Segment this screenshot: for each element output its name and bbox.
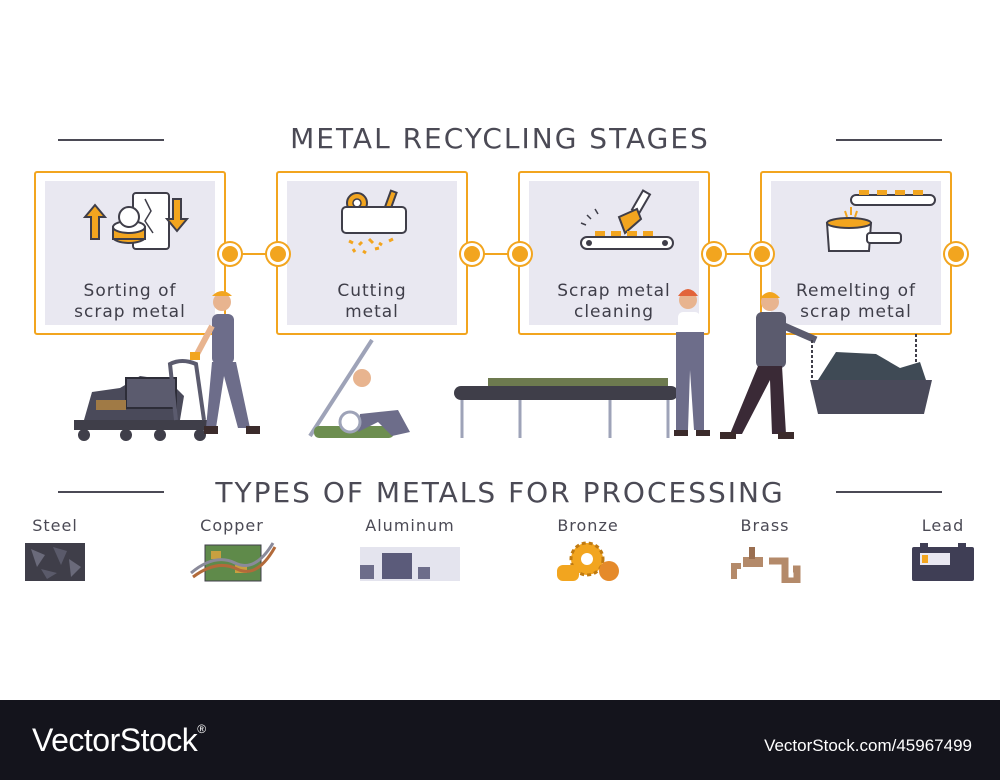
stage-panel: Cutting metal [287, 181, 457, 325]
worker-remelting-illustration [720, 292, 818, 439]
stage-panel: Scrap metal cleaning [529, 181, 699, 325]
metal-name: Brass [740, 516, 790, 535]
metal-name: Aluminum [365, 516, 455, 535]
stage-connector-1 [229, 253, 277, 255]
metal-item-lead: Lead [883, 516, 1000, 583]
stage-dot [945, 243, 967, 265]
stage-card-remelting: Remelting of scrap metal [760, 171, 952, 335]
stage-dot [267, 243, 289, 265]
metal-item-aluminum: Aluminum [350, 516, 470, 583]
stage-dot [219, 243, 241, 265]
workers-scene-illustration [74, 289, 932, 441]
stage-label: Scrap metal cleaning [529, 281, 699, 323]
stage-label: Remelting of scrap metal [771, 281, 941, 323]
stage-card-cleaning: Scrap metal cleaning [518, 171, 710, 335]
copper-icon [190, 542, 277, 582]
metal-name: Lead [921, 516, 965, 535]
stage-label-line1: Scrap metal [557, 281, 671, 301]
stage-label-line1: Sorting of [83, 281, 177, 301]
stage-label: Cutting metal [287, 281, 457, 323]
stage-card-sorting: Sorting of scrap metal [34, 171, 226, 335]
stage-panel: Remelting of scrap metal [771, 181, 941, 325]
stage-label-line2: scrap metal [800, 302, 912, 322]
stage-label-line1: Remelting of [796, 281, 916, 301]
stage-dot [509, 243, 531, 265]
types-rule-right [836, 491, 942, 493]
scrap-cart-illustration [74, 359, 212, 441]
stage-label-line2: scrap metal [74, 302, 186, 322]
hanging-bucket-illustration [810, 334, 932, 414]
stage-label: Sorting of scrap metal [45, 281, 215, 323]
footer-bar: VectorStock® VectorStock.com/45967499 [0, 700, 1000, 780]
cleaning-icon [529, 189, 699, 259]
brand-text: VectorStock [32, 722, 198, 758]
metal-name: Steel [32, 516, 78, 535]
conveyor-illustration [454, 378, 678, 438]
stage-label-line2: metal [345, 302, 399, 322]
metal-name: Bronze [557, 516, 619, 535]
aluminum-icon [360, 547, 460, 581]
brass-icon [731, 547, 801, 583]
lead-icon [912, 543, 974, 581]
types-title: TYPES OF METALS FOR PROCESSING [215, 476, 785, 509]
worker-cutting-illustration [308, 338, 410, 438]
stage-connector-3 [713, 253, 761, 255]
vectorstock-logo[interactable]: VectorStock® [32, 722, 206, 759]
remelting-icon [771, 189, 941, 259]
worker-sorting-illustration [190, 291, 260, 434]
credit-link[interactable]: VectorStock.com/45967499 [764, 736, 972, 755]
worker-cleaning-illustration [674, 289, 710, 436]
types-rule-left [58, 491, 164, 493]
metal-item-brass: Brass [705, 516, 825, 583]
title-rule-right [836, 139, 942, 141]
metal-item-copper: Copper [172, 516, 292, 583]
metal-name: Copper [200, 516, 264, 535]
steel-icon [25, 543, 85, 581]
stage-panel: Sorting of scrap metal [45, 181, 215, 325]
cutting-icon [287, 189, 457, 259]
stage-connector-2 [471, 253, 519, 255]
bronze-icon [557, 541, 619, 581]
stage-label-line2: cleaning [573, 302, 654, 322]
page-title: METAL RECYCLING STAGES [290, 122, 710, 155]
title-rule-left [58, 139, 164, 141]
registered-mark: ® [197, 722, 206, 736]
stage-dot [751, 243, 773, 265]
stage-label-line1: Cutting [337, 281, 407, 301]
sorting-icon [45, 189, 215, 259]
stage-dot [703, 243, 725, 265]
metal-item-steel: Steel [0, 516, 115, 583]
stage-card-cutting: Cutting metal [276, 171, 468, 335]
stage-dot [461, 243, 483, 265]
metal-item-bronze: Bronze [528, 516, 648, 583]
